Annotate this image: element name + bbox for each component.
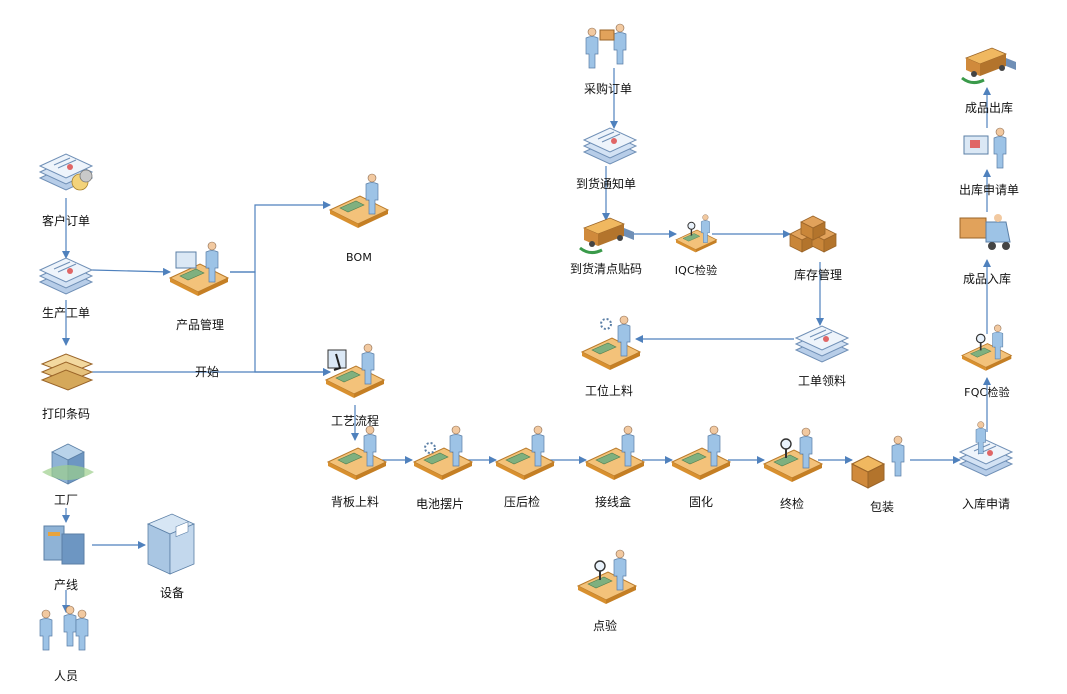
node-label-final-inspection: 终检 xyxy=(779,497,805,511)
node-label-personnel: 人员 xyxy=(53,669,79,683)
node-label-finished-goods-inbound: 成品入库 xyxy=(962,272,1012,286)
cell-layout-icon xyxy=(414,426,472,480)
customer-order-icon xyxy=(39,153,93,191)
node-label-work-order-picking: 工单领料 xyxy=(797,374,847,388)
node-label-purchase-order: 采购订单 xyxy=(583,82,633,96)
node-label-outbound-request: 出库申请单 xyxy=(958,183,1020,197)
edge-product-mgmt-to-process xyxy=(230,271,331,376)
print-barcode-icon xyxy=(40,353,94,391)
edges xyxy=(62,68,991,613)
outbound-request-icon xyxy=(963,127,1007,169)
node-label-junction-box: 接线盒 xyxy=(594,495,632,509)
product-management-icon xyxy=(170,242,228,296)
station-loading-icon xyxy=(582,316,640,370)
edge-product-mgmt-to-bom xyxy=(230,201,331,273)
production-line-icon xyxy=(43,525,85,565)
production-order-icon xyxy=(39,257,93,295)
node-label-print-barcode: 打印条码 xyxy=(41,407,91,421)
junction-box-icon xyxy=(586,426,644,480)
curing-icon xyxy=(672,426,730,480)
post-lamination-inspection-icon xyxy=(496,426,554,480)
factory-icon xyxy=(41,443,95,485)
node-label-factory: 工厂 xyxy=(53,493,79,507)
node-label-arrival-check-label: 到货清点贴码 xyxy=(569,262,643,276)
node-label-post-lamination-inspection: 压后检 xyxy=(503,495,541,509)
node-label-inventory-management: 库存管理 xyxy=(793,268,843,282)
arrival-notice-icon xyxy=(583,127,637,165)
node-label-spot-check: 点验 xyxy=(592,619,618,633)
iqc-inspection-icon xyxy=(676,215,717,253)
edge-label-start: 开始 xyxy=(195,365,219,379)
node-label-fqc-inspection: FQC检验 xyxy=(964,386,1010,399)
final-inspection-icon xyxy=(764,428,822,482)
process-flow-icon xyxy=(326,344,384,398)
inventory-management-icon xyxy=(789,215,837,253)
purchase-order-icon xyxy=(585,23,627,69)
node-label-production-order: 生产工单 xyxy=(41,306,91,320)
node-label-packaging: 包装 xyxy=(869,500,895,514)
node-label-station-loading: 工位上料 xyxy=(584,384,634,398)
node-label-production-line: 产线 xyxy=(53,578,79,592)
work-order-picking-icon xyxy=(795,325,849,363)
node-label-finished-goods-outbound: 成品出库 xyxy=(964,101,1014,115)
equipment-icon xyxy=(147,513,195,575)
backsheet-loading-icon xyxy=(328,426,386,480)
finished-goods-outbound-icon xyxy=(960,46,1018,85)
packaging-icon xyxy=(850,435,905,489)
finished-goods-inbound-icon xyxy=(959,214,1011,250)
node-label-equipment: 设备 xyxy=(159,586,185,600)
personnel-icon xyxy=(39,605,89,651)
node-label-cell-layout: 电池摆片 xyxy=(415,497,465,511)
spot-check-icon xyxy=(578,550,636,604)
node-label-product-management: 产品管理 xyxy=(175,318,225,332)
node-label-bom: BOM xyxy=(345,251,373,264)
node-label-curing: 固化 xyxy=(688,495,714,509)
node-label-iqc-inspection: IQC检验 xyxy=(674,264,718,277)
arrival-check-label-icon xyxy=(578,216,636,255)
node-label-backsheet-loading: 背板上料 xyxy=(330,495,380,509)
node-label-customer-order: 客户订单 xyxy=(41,214,91,228)
warehousing-request-icon xyxy=(959,421,1013,477)
node-label-process-flow: 工艺流程 xyxy=(330,414,380,428)
node-label-arrival-notice: 到货通知单 xyxy=(575,177,637,191)
edge-production-to-product-mgmt xyxy=(91,267,171,276)
bom-icon xyxy=(330,174,388,228)
node-label-warehousing-request: 入库申请 xyxy=(961,497,1011,511)
